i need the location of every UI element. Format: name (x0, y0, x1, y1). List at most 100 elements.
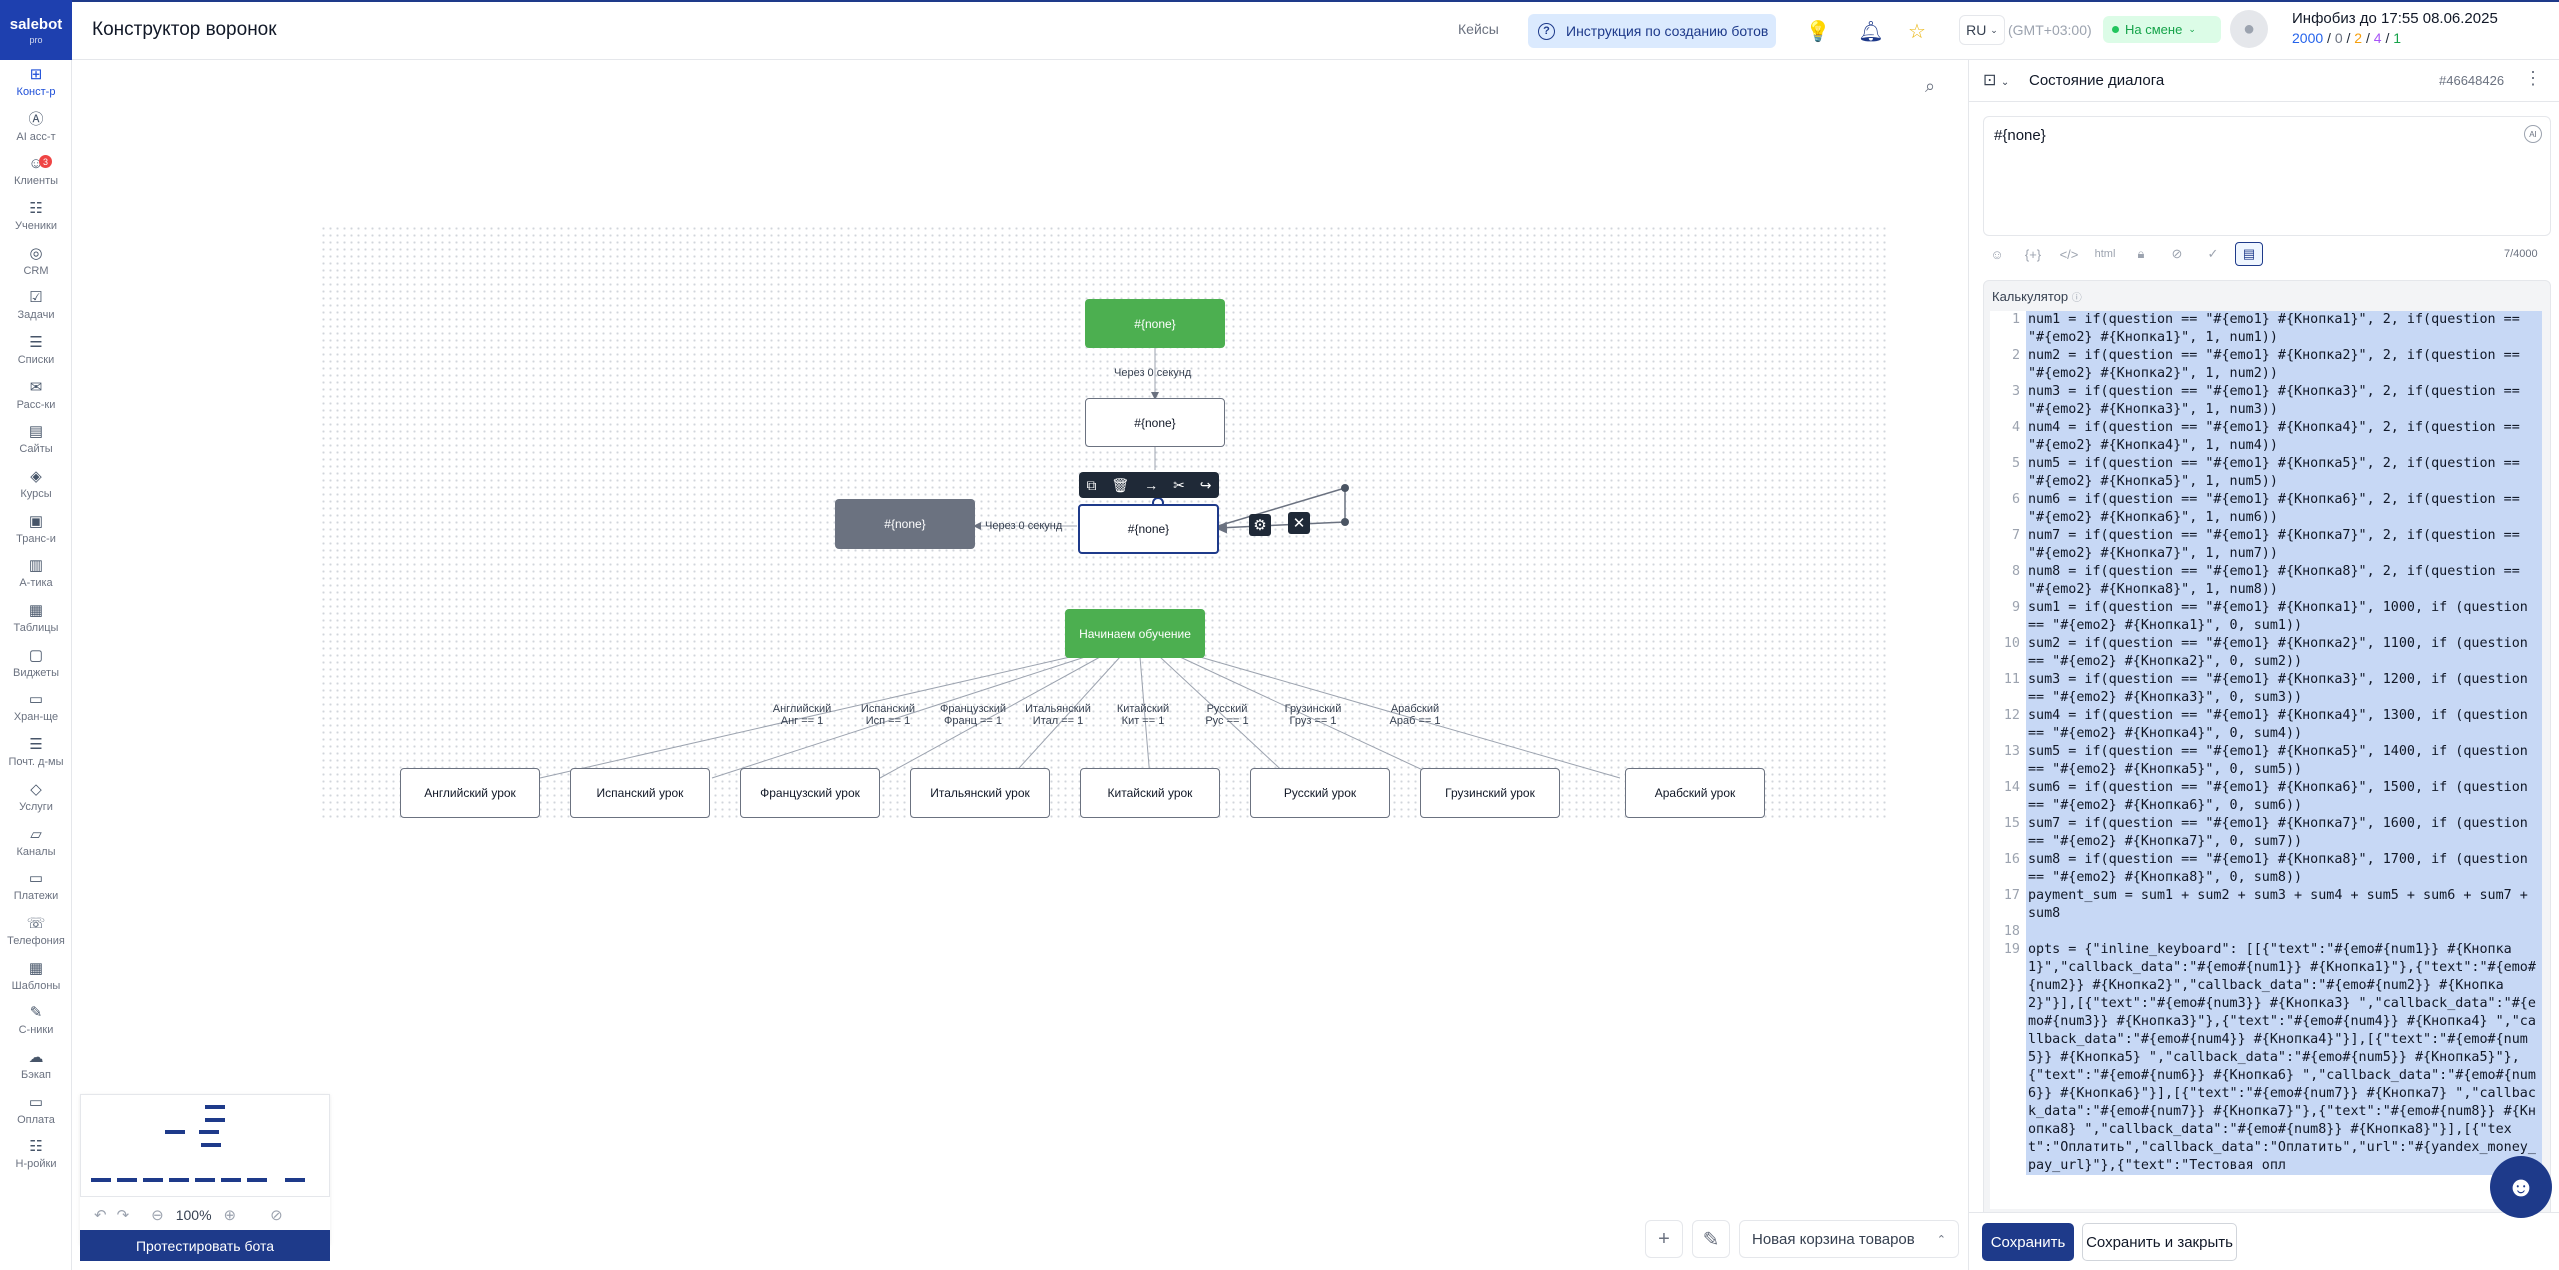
hide-icon[interactable]: ⊘ (270, 1206, 283, 1224)
lesson-node[interactable]: Арабский урок (1625, 768, 1765, 818)
canvas-search-icon[interactable]: ⌕ (1924, 75, 1936, 96)
sidebar-item[interactable]: ✉Расс-ки (0, 373, 72, 418)
copy-icon[interactable]: ⧉ (1086, 476, 1097, 493)
lesson-node[interactable]: Китайский урок (1080, 768, 1220, 818)
logo[interactable]: salebot pro (0, 0, 72, 60)
language-select[interactable]: RU ⌄ (1959, 15, 2005, 45)
tasks-icon: ☑ (29, 289, 43, 307)
node-toolbar: ⧉ 🗑︎ → ✂ ↪ (1079, 472, 1219, 498)
save-and-close-button[interactable]: Сохранить и закрыть (2082, 1223, 2237, 1261)
lesson-node[interactable]: Русский урок (1250, 768, 1390, 818)
node-selected[interactable]: #{none} (1078, 504, 1219, 554)
trash-icon[interactable]: 🗑︎ (1111, 476, 1130, 493)
sidebar-item[interactable]: ☁Бэкап (0, 1043, 72, 1088)
zoom-out-icon[interactable]: ⊖ (151, 1206, 164, 1224)
lock-icon[interactable]: 🔒︎ (2137, 246, 2145, 261)
message-textarea[interactable]: #{none} AI (1983, 116, 2551, 236)
lesson-node[interactable]: Итальянский урок (910, 768, 1050, 818)
condition-expr: Франц == 1 (943, 715, 1003, 727)
avatar[interactable]: ● (2230, 10, 2268, 48)
lightbulb-icon[interactable]: 💡 (1805, 20, 1831, 43)
plan-info[interactable]: Инфобиз до 17:55 08.06.2025 (2292, 10, 2498, 27)
zoom-level: 100% (175, 1206, 212, 1223)
redo-icon[interactable]: ↷ (116, 1206, 130, 1224)
edges-layer (539, 348, 1621, 779)
zoom-in-icon[interactable]: ⊕ (223, 1206, 237, 1224)
code-icon[interactable]: </> (2059, 246, 2079, 262)
sidebar-item[interactable]: ▭Хран-ще (0, 686, 72, 731)
comment-icon[interactable]: ▤ (2235, 242, 2263, 266)
lesson-node[interactable]: Испанский урок (570, 768, 710, 818)
star-icon[interactable]: ☆ (1908, 20, 1926, 43)
lesson-node[interactable]: Английский урок (400, 768, 540, 818)
ai-icon[interactable]: AI (2524, 125, 2542, 143)
no-video-icon[interactable]: ⊘ (2171, 246, 2183, 261)
line-number: 10 (2003, 636, 2020, 651)
share-icon[interactable]: ↪ (1199, 476, 1212, 493)
test-bot-button[interactable]: Протестировать бота (80, 1230, 330, 1261)
sidebar-item[interactable]: ☷Н-ройки (0, 1133, 72, 1178)
lesson-node[interactable]: Французский урок (740, 768, 880, 818)
info-icon[interactable]: ⓘ (2071, 293, 2082, 304)
node-top[interactable]: #{none} (1085, 299, 1225, 348)
variable-icon[interactable]: {+} (2024, 246, 2042, 262)
sidebar-item[interactable]: ▦Шаблоны (0, 954, 72, 999)
sidebar-item-label: Ученики (14, 219, 57, 232)
shift-status-toggle[interactable]: На смене⌄ (2103, 16, 2221, 43)
sidebar-item[interactable]: ◎CRM (0, 239, 72, 284)
emoji-icon[interactable]: ☺ (1990, 246, 2004, 262)
html-toggle[interactable]: html (2094, 248, 2116, 260)
plan-counts: 2000 / 0 / 2 / 4 / 1 (2292, 30, 2402, 46)
condition-name: Итальянский (1025, 703, 1091, 715)
sidebar-item[interactable]: ▣Транс-и (0, 507, 72, 552)
add-comment-icon[interactable]: ⊡ ⌄ (1983, 72, 2010, 89)
edit-icon[interactable]: ✎ (1692, 1220, 1730, 1258)
sidebar-item[interactable]: ▭Оплата (0, 1088, 72, 1133)
block-id[interactable]: #46648426 (2439, 73, 2505, 88)
sidebar-item[interactable]: ☑Задачи (0, 283, 72, 328)
gear-icon[interactable]: ⚙ (1249, 514, 1271, 536)
node-left[interactable]: #{none} (835, 499, 975, 549)
sidebar-item[interactable]: ▱Каналы (0, 820, 72, 865)
sidebar-item[interactable]: ☰Списки (0, 328, 72, 373)
add-block-button[interactable]: + (1645, 1220, 1683, 1258)
sidebar-item[interactable]: ▥А-тика (0, 552, 72, 597)
condition-expr: Анг == 1 (780, 715, 824, 727)
save-button[interactable]: Сохранить (1982, 1223, 2074, 1261)
undo-icon[interactable]: ↶ (94, 1206, 107, 1224)
sidebar-item[interactable]: ◈Курсы (0, 462, 72, 507)
sidebar-item[interactable]: ✎С-ники (0, 998, 72, 1043)
sidebar-item[interactable]: ▢Виджеты (0, 641, 72, 686)
sidebar-item[interactable]: ☰Почт. д-мы (0, 730, 72, 775)
more-icon[interactable]: ⋮ (2524, 68, 2542, 88)
sidebar-item[interactable]: ▦Таблицы (0, 596, 72, 641)
sidebar-item[interactable]: ☏Телефония (0, 909, 72, 954)
instruction-button[interactable]: ? Инструкция по созданию ботов (1528, 14, 1776, 48)
assistant-bot-icon[interactable]: ☻ (2490, 1156, 2552, 1218)
line-number: 15 (2003, 816, 2020, 831)
cases-link[interactable]: Кейсы (1458, 21, 1499, 37)
close-icon[interactable]: ✕ (1288, 512, 1310, 534)
sidebar-item[interactable]: ▭Платежи (0, 864, 72, 909)
students-icon: ☷ (29, 199, 43, 217)
node-second[interactable]: #{none} (1085, 398, 1225, 447)
arrow-right-icon[interactable]: → (1144, 477, 1159, 493)
node-start-learning[interactable]: Начинаем обучение (1065, 609, 1205, 658)
sidebar-item[interactable]: ⊞Конст-р (0, 60, 72, 105)
lesson-node[interactable]: Грузинский урок (1420, 768, 1560, 818)
sidebar-item[interactable]: ▤Сайты (0, 418, 72, 463)
connector-handle[interactable] (1341, 484, 1349, 492)
connector-handle[interactable] (1341, 518, 1349, 526)
bell-icon[interactable]: 🔔︎ (1858, 20, 1884, 43)
cart-select[interactable]: Новая корзина товаров⌃ (1739, 1220, 1959, 1258)
check-icon[interactable]: ✓ (2207, 246, 2219, 261)
sidebar-item[interactable]: ◇Услуги (0, 775, 72, 820)
sidebar-item[interactable]: ☷ Ученики (0, 194, 72, 239)
scissors-icon[interactable]: ✂ (1173, 476, 1185, 493)
